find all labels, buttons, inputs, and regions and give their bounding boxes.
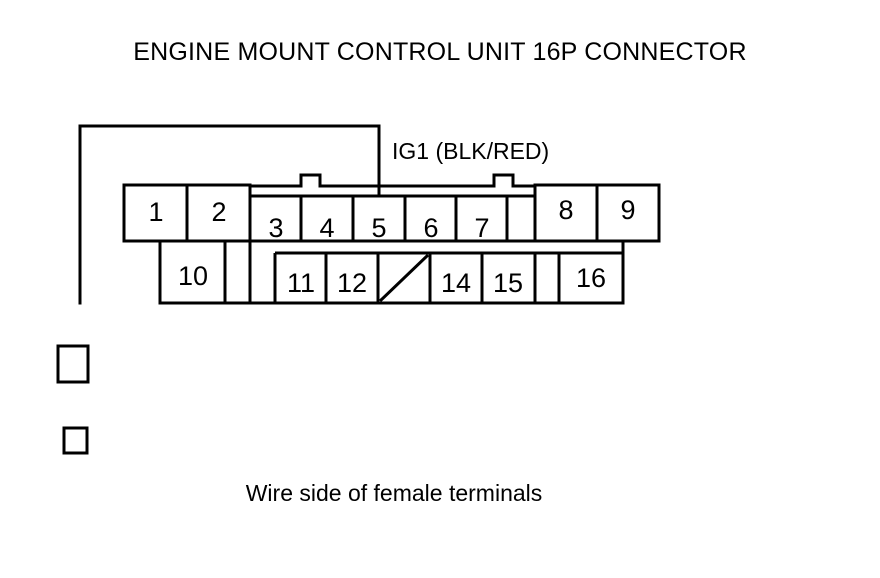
pin-label-5: 5 — [371, 213, 386, 243]
ig1-lead-wire — [78, 124, 381, 305]
pin-label-9: 9 — [620, 195, 635, 225]
pin-label-15: 15 — [493, 268, 523, 298]
pin-row-top-middle — [248, 194, 537, 243]
ig1-wire-label: IG1 (BLK/RED) — [392, 138, 550, 164]
terminal-symbol-lower — [62, 426, 89, 455]
unused-cavity-slash — [378, 253, 430, 303]
pin-block-8-9 — [533, 183, 661, 243]
pin-label-8: 8 — [558, 195, 573, 225]
pin-block-1-2 — [122, 183, 252, 243]
pin-label-14: 14 — [441, 268, 471, 298]
page-title: ENGINE MOUNT CONTROL UNIT 16P CONNECTOR — [133, 38, 747, 66]
figure-caption: Wire side of female terminals — [245, 480, 543, 506]
pin-label-2: 2 — [211, 197, 226, 227]
pin-row-bottom — [158, 239, 625, 305]
pin-label-11: 11 — [287, 268, 315, 298]
pin-label-10: 10 — [178, 261, 208, 291]
pin-label-16: 16 — [576, 263, 606, 293]
connector-upper-rail — [248, 173, 537, 188]
pin-label-1: 1 — [148, 197, 163, 227]
pin-label-7: 7 — [474, 213, 489, 243]
pin-label-6: 6 — [423, 213, 438, 243]
pin-label-3: 3 — [268, 213, 283, 243]
pin-label-12: 12 — [337, 268, 367, 298]
terminal-symbol-upper — [56, 344, 90, 384]
pin-label-4: 4 — [319, 213, 334, 243]
